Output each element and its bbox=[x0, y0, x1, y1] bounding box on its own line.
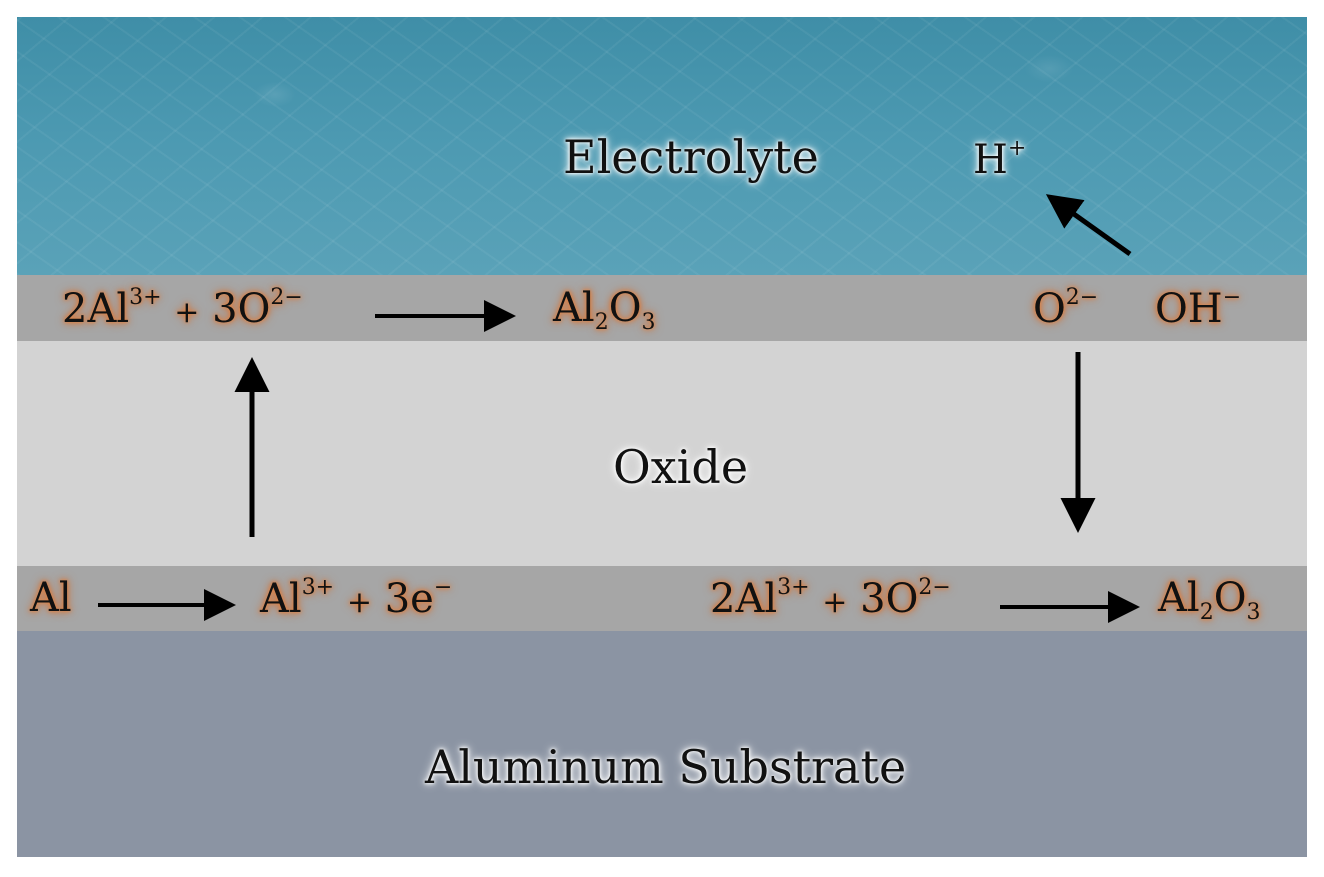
substrate-label: Aluminum Substrate bbox=[425, 740, 907, 794]
hydrogen-ion: H+ bbox=[973, 136, 1027, 183]
bottom-left-reactant: Al bbox=[30, 575, 72, 621]
oxide-label: Oxide bbox=[613, 440, 749, 494]
top-right-oxide-ion: O2− bbox=[1033, 285, 1099, 332]
bottom-left-products: Al3+ + 3e− bbox=[260, 575, 452, 622]
top-plus: + bbox=[174, 295, 200, 330]
bottom-right-product: Al2O3 bbox=[1158, 575, 1261, 625]
anodization-diagram bbox=[17, 17, 1307, 857]
top-al-ion: 2Al3+ bbox=[62, 285, 162, 332]
electrons: 3e− bbox=[384, 575, 453, 622]
electrolyte-label: Electrolyte bbox=[563, 130, 819, 184]
aluminum-substrate-layer bbox=[17, 631, 1307, 857]
bottom-right-al-ion: 2Al3+ bbox=[710, 575, 810, 622]
top-oxide-ion: 3O2− bbox=[212, 285, 303, 332]
bottom-al-ion: Al3+ bbox=[260, 575, 335, 622]
bottom-right-plus: + bbox=[822, 585, 848, 620]
bottom-right-reactants: 2Al3+ + 3O2− bbox=[710, 575, 951, 622]
bottom-left-plus: + bbox=[346, 585, 372, 620]
bottom-right-oxide-ion: 3O2− bbox=[860, 575, 951, 622]
top-reaction-product: Al2O3 bbox=[553, 285, 656, 335]
top-reaction-reactants: 2Al3+ + 3O2− bbox=[62, 285, 303, 332]
oxide-electrolyte-interface bbox=[17, 275, 1307, 341]
metal-oxide-interface bbox=[17, 566, 1307, 631]
hydroxide-ion: OH− bbox=[1155, 285, 1242, 332]
